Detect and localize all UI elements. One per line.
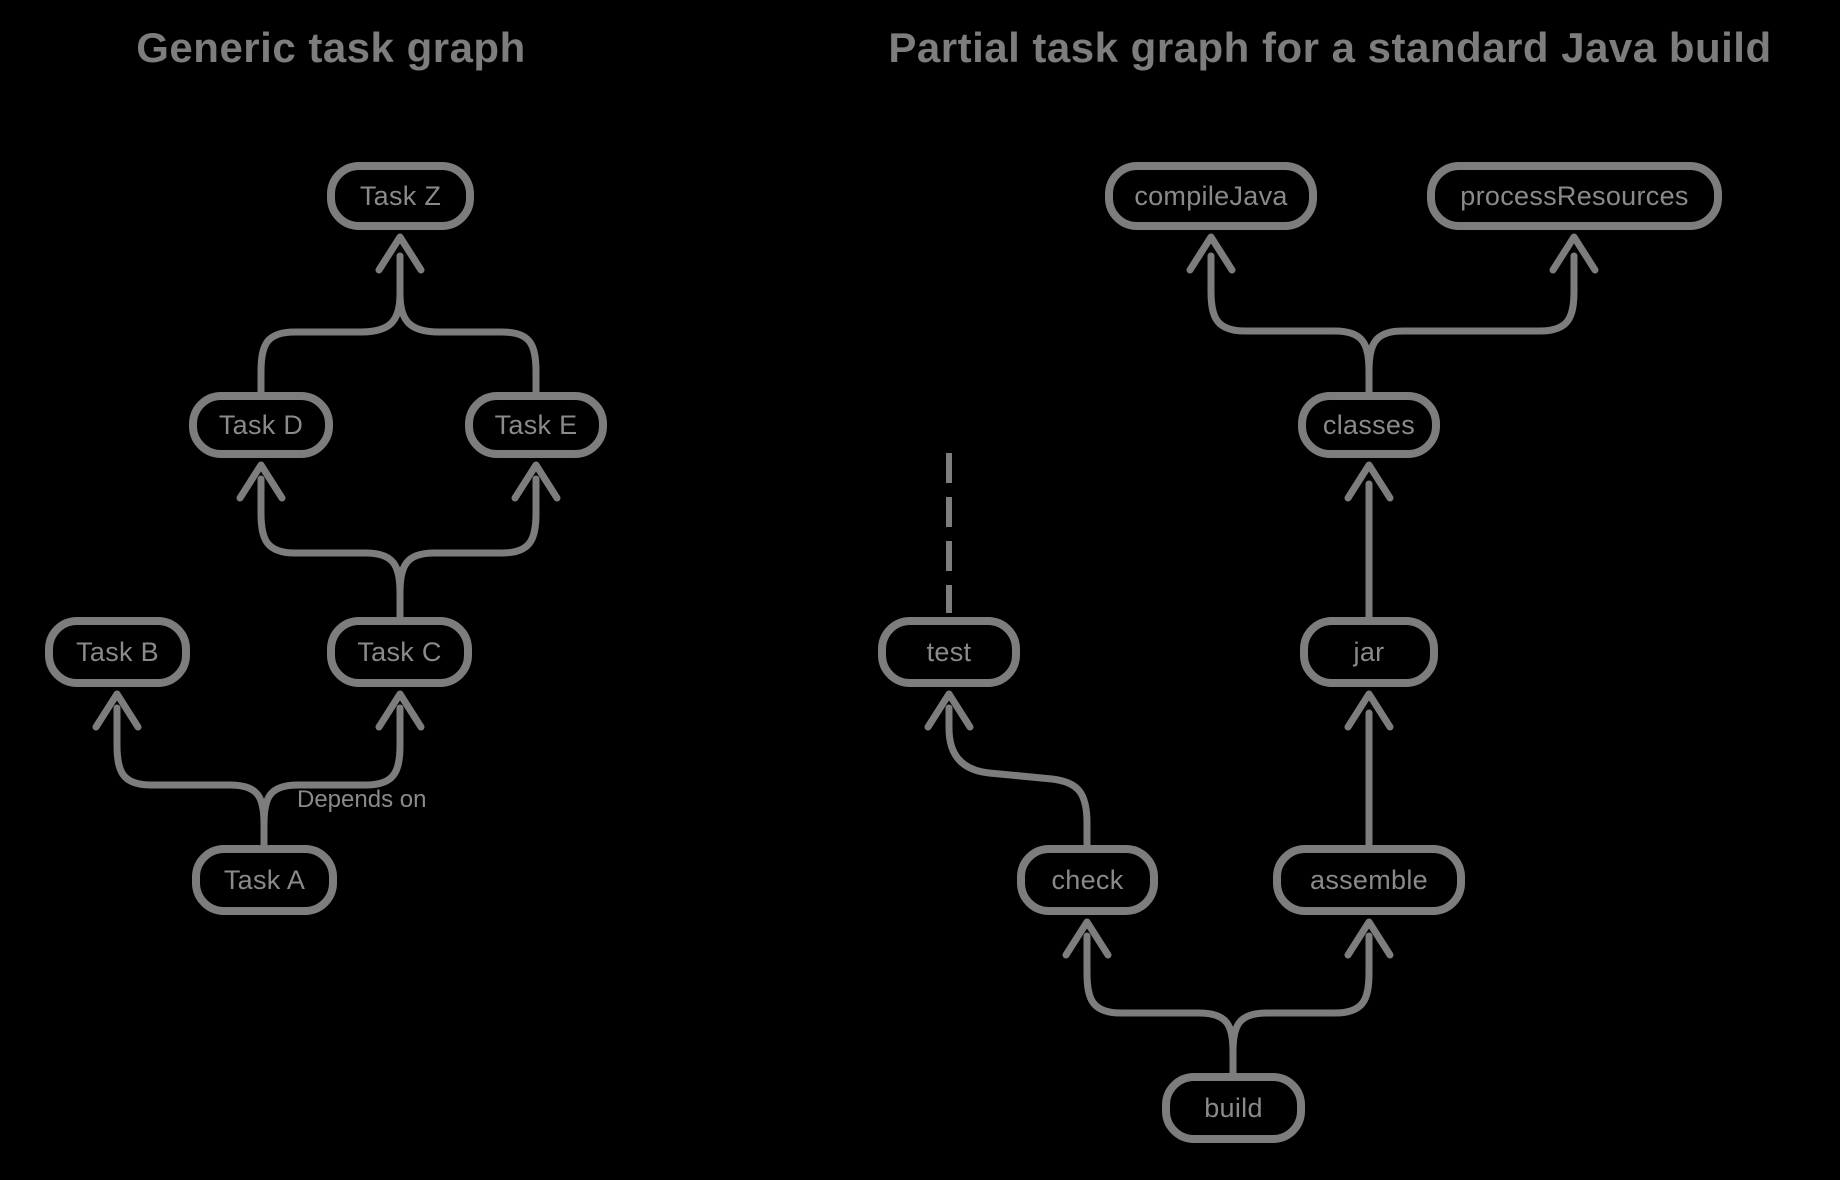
edge-build-assemble bbox=[1229, 932, 1373, 1077]
node-processresources-label: processResources bbox=[1460, 180, 1689, 211]
arrowhead-processresources bbox=[1549, 233, 1599, 274]
node-task-c: Task C bbox=[327, 617, 472, 687]
edge-taska-taskb bbox=[113, 704, 268, 849]
node-task-a: Task A bbox=[192, 845, 337, 915]
node-task-e-label: Task E bbox=[494, 409, 578, 440]
arrowhead-test bbox=[924, 690, 974, 731]
node-jar: jar bbox=[1300, 617, 1438, 687]
left-graph-title: Generic task graph bbox=[136, 24, 526, 71]
node-compilejava-label: compileJava bbox=[1134, 180, 1288, 211]
arrowhead-jar bbox=[1344, 690, 1394, 731]
node-task-d: Task D bbox=[189, 392, 333, 458]
edge-classes-processresources bbox=[1365, 252, 1578, 396]
node-classes-label: classes bbox=[1322, 409, 1416, 440]
node-check: check bbox=[1017, 845, 1158, 915]
node-task-a-label: Task A bbox=[223, 864, 306, 895]
node-task-e: Task E bbox=[465, 392, 607, 458]
edge-check-test bbox=[945, 704, 1091, 849]
node-compilejava: compileJava bbox=[1105, 162, 1317, 230]
arrowhead-check bbox=[1062, 918, 1112, 959]
node-task-c-label: Task C bbox=[357, 636, 442, 667]
right-graph-title: Partial task graph for a standard Java b… bbox=[888, 24, 1772, 71]
node-task-z: Task Z bbox=[327, 162, 474, 230]
edge-build-check bbox=[1083, 932, 1237, 1077]
node-assemble-label: assemble bbox=[1310, 864, 1428, 895]
node-build: build bbox=[1162, 1073, 1305, 1143]
arrowhead-taskz bbox=[375, 233, 425, 274]
edge-taska-taskc bbox=[260, 704, 404, 849]
node-task-b: Task B bbox=[45, 617, 190, 687]
node-check-label: check bbox=[1051, 864, 1124, 895]
node-classes: classes bbox=[1298, 392, 1440, 458]
node-test: test bbox=[878, 617, 1020, 687]
node-assemble: assemble bbox=[1273, 845, 1465, 915]
node-jar-label: jar bbox=[1353, 636, 1385, 667]
edge-taskc-taskd bbox=[257, 475, 404, 621]
node-task-b-label: Task B bbox=[76, 636, 159, 667]
node-task-d-label: Task D bbox=[218, 409, 304, 440]
arrowhead-taskd bbox=[236, 461, 286, 502]
arrowhead-taskc bbox=[375, 690, 425, 731]
node-build-label: build bbox=[1204, 1092, 1263, 1123]
edge-taskc-taske bbox=[396, 475, 540, 621]
node-task-z-label: Task Z bbox=[359, 180, 442, 211]
depends-on-label: Depends on bbox=[297, 786, 427, 813]
arrowhead-assemble bbox=[1344, 918, 1394, 959]
edge-classes-compilejava bbox=[1207, 252, 1373, 396]
arrowhead-classes bbox=[1344, 461, 1394, 502]
node-processresources: processResources bbox=[1427, 162, 1722, 230]
arrowhead-compilejava bbox=[1186, 233, 1236, 274]
edge-taske-taskz bbox=[396, 290, 540, 396]
arrowhead-taskb bbox=[92, 690, 142, 731]
node-test-label: test bbox=[926, 636, 972, 667]
arrowhead-taske bbox=[511, 461, 561, 502]
edge-taskd-taskz bbox=[257, 252, 404, 396]
